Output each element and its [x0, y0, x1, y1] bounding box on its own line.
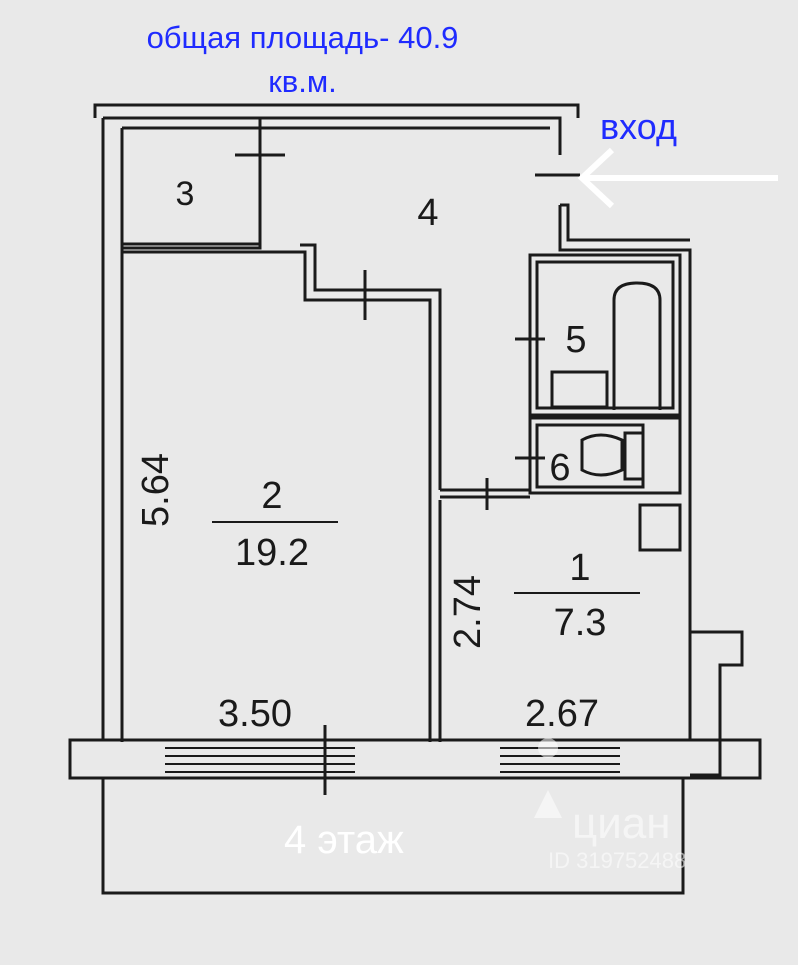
- total-area-line1: общая площадь- 40.9: [146, 20, 459, 55]
- right-notch: [690, 630, 744, 777]
- bathtub: [612, 281, 662, 410]
- entrance-recess: [560, 203, 690, 242]
- bathroom-inner: [535, 260, 675, 410]
- room2-area: 19.2: [235, 532, 309, 574]
- room2-number: 2: [261, 475, 282, 517]
- entrance-arrow: [577, 147, 778, 209]
- room4-number: 4: [417, 192, 438, 234]
- room6-number: 6: [549, 447, 570, 489]
- bathroom-sink: [550, 370, 609, 409]
- toilet-wall: [528, 416, 682, 495]
- watermark-id: ID 319752488: [548, 848, 686, 873]
- total-area-line2: кв.м.: [268, 64, 337, 99]
- toilet-tank: [623, 431, 645, 481]
- balcony: [101, 776, 685, 895]
- entrance-label: вход: [600, 106, 677, 147]
- room2-width-dimension: 3.50: [218, 693, 292, 735]
- partition-3-4-2: [122, 242, 262, 250]
- room2-right-wall: [122, 250, 432, 742]
- floor-label: 4 этаж: [284, 818, 404, 862]
- room1-height-dimension: 2.74: [447, 575, 489, 649]
- room5-number: 5: [565, 319, 586, 361]
- bathroom-wall: [528, 253, 682, 417]
- outer-wall: [101, 116, 692, 740]
- corridor-wall: [440, 488, 530, 499]
- top-ledge: [93, 103, 580, 118]
- watermark-logo-icon: [534, 738, 562, 818]
- room2-right-wall-outer: [300, 243, 442, 742]
- total-area-heading: общая площадь- 40.9 кв.м.: [100, 20, 505, 100]
- room1-area: 7.3: [554, 602, 607, 644]
- kitchen-stove: [638, 503, 682, 552]
- room1-number: 1: [569, 547, 590, 589]
- watermark: циан ID 319752488: [534, 738, 686, 873]
- inner-wall-line: [120, 126, 550, 742]
- toilet-bowl: [580, 433, 624, 477]
- room3-number: 3: [176, 175, 195, 213]
- watermark-brand: циан: [572, 799, 671, 848]
- room1-width-dimension: 2.67: [525, 693, 599, 735]
- room2-height-dimension: 5.64: [135, 453, 177, 527]
